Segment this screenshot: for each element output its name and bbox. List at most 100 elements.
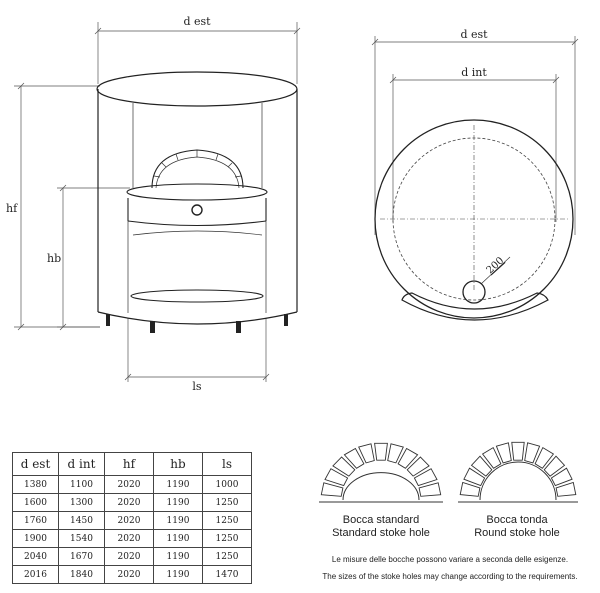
arch-brick [550,467,573,487]
table-cell: 1470 [202,565,252,584]
front-view: d est hf hb ls [6,15,301,393]
arch-brick [470,455,493,477]
arch-brick [459,481,481,497]
arch-brick [524,442,541,464]
arch-brick [332,456,356,477]
note-english: The sizes of the stoke holes may change … [322,572,578,581]
caption-standard-line2: Standard stoke hole [332,527,430,539]
arch-inner-line [479,461,557,501]
dim-d-est-top [371,36,579,235]
oven-body [96,71,298,325]
arch-brick [320,482,344,497]
arch-brick [343,447,365,469]
table-cell: 1380 [12,475,59,494]
arch-brick [406,456,430,477]
table-cell: 2020 [104,529,154,548]
dim-d-int [389,74,560,222]
table-cell: 1190 [153,493,203,512]
table-cell: 1900 [12,529,59,548]
table-cell: 2020 [104,565,154,584]
arch-brick [534,446,555,469]
header-cell: d int [58,452,105,476]
oven-dome [151,149,244,189]
dim-hb [57,184,130,331]
table-cell: 2020 [104,493,154,512]
arch-brick [511,441,525,461]
header-cell: ls [202,452,252,476]
arch-brick [418,482,442,497]
arch-standard-icon [319,442,443,503]
oven-front-plate [126,183,268,227]
caption-standard-line1: Bocca standard [342,514,420,526]
arch-brick [481,446,502,469]
oven-feet [106,314,288,333]
header-cell: d est [12,452,59,476]
header-cell: hb [153,452,203,476]
arch-brick [387,443,404,464]
label-d-int: d int [461,66,487,79]
caption-round-line1: Bocca tonda [486,514,548,526]
caption-standard: Bocca standard Standard stoke hole [318,514,444,540]
table-cell: 1670 [58,547,105,566]
table-cell: 2040 [12,547,59,566]
table-cell: 1190 [153,529,203,548]
arch-brick [358,443,375,464]
table-cell: 1190 [153,511,203,530]
table-cell: 1100 [58,475,105,494]
table-cell: 2020 [104,511,154,530]
top-view: d est d int 200 [371,28,579,321]
stoke-hole-circle [462,280,486,304]
table-cell: 1000 [202,475,252,494]
table-cell: 1450 [58,511,105,530]
oven-shelves [130,230,264,303]
stoke-plate [401,292,549,321]
note-italian: Le misure delle bocche possono variare a… [331,555,569,564]
arch-brick [495,442,512,464]
arch-inner-line [342,472,420,501]
table-cell: 1250 [202,547,252,566]
arch-brick [413,468,438,487]
arch-brick [397,447,419,469]
outer-circle [374,119,574,319]
table-cell: 1250 [202,511,252,530]
dim-hf [14,82,100,331]
arch-brick [374,442,388,461]
arch-brick [324,468,349,487]
table-header-row: d est d int hf hb ls [12,452,252,476]
table-cell: 1190 [153,547,203,566]
arch-round-icon [458,441,578,503]
label-ls: ls [192,380,202,393]
table-cell: 2020 [104,547,154,566]
header-cell: hf [104,452,154,476]
table-cell: 1600 [12,493,59,512]
label-d-est-top: d est [460,28,488,41]
table-cell: 1540 [58,529,105,548]
caption-round-line2: Round stoke hole [474,527,560,539]
label-hole-size: 200 [485,255,507,276]
arch-brick [463,467,486,487]
table-cell: 1190 [153,565,203,584]
arch-brick [543,455,566,477]
label-hf: hf [6,202,18,215]
dim-ls [124,318,270,382]
table-cell: 2020 [104,475,154,494]
table-cell: 2016 [12,565,59,584]
table-cell: 1250 [202,529,252,548]
label-hb: hb [47,252,61,265]
table-cell: 1760 [12,511,59,530]
arch-brick [555,481,577,497]
table-cell: 1190 [153,475,203,494]
caption-round: Bocca tonda Round stoke hole [454,514,580,540]
hole-leader [480,256,511,285]
label-d-est-front: d est [183,15,211,28]
table-cell: 1250 [202,493,252,512]
table-cell: 1840 [58,565,105,584]
